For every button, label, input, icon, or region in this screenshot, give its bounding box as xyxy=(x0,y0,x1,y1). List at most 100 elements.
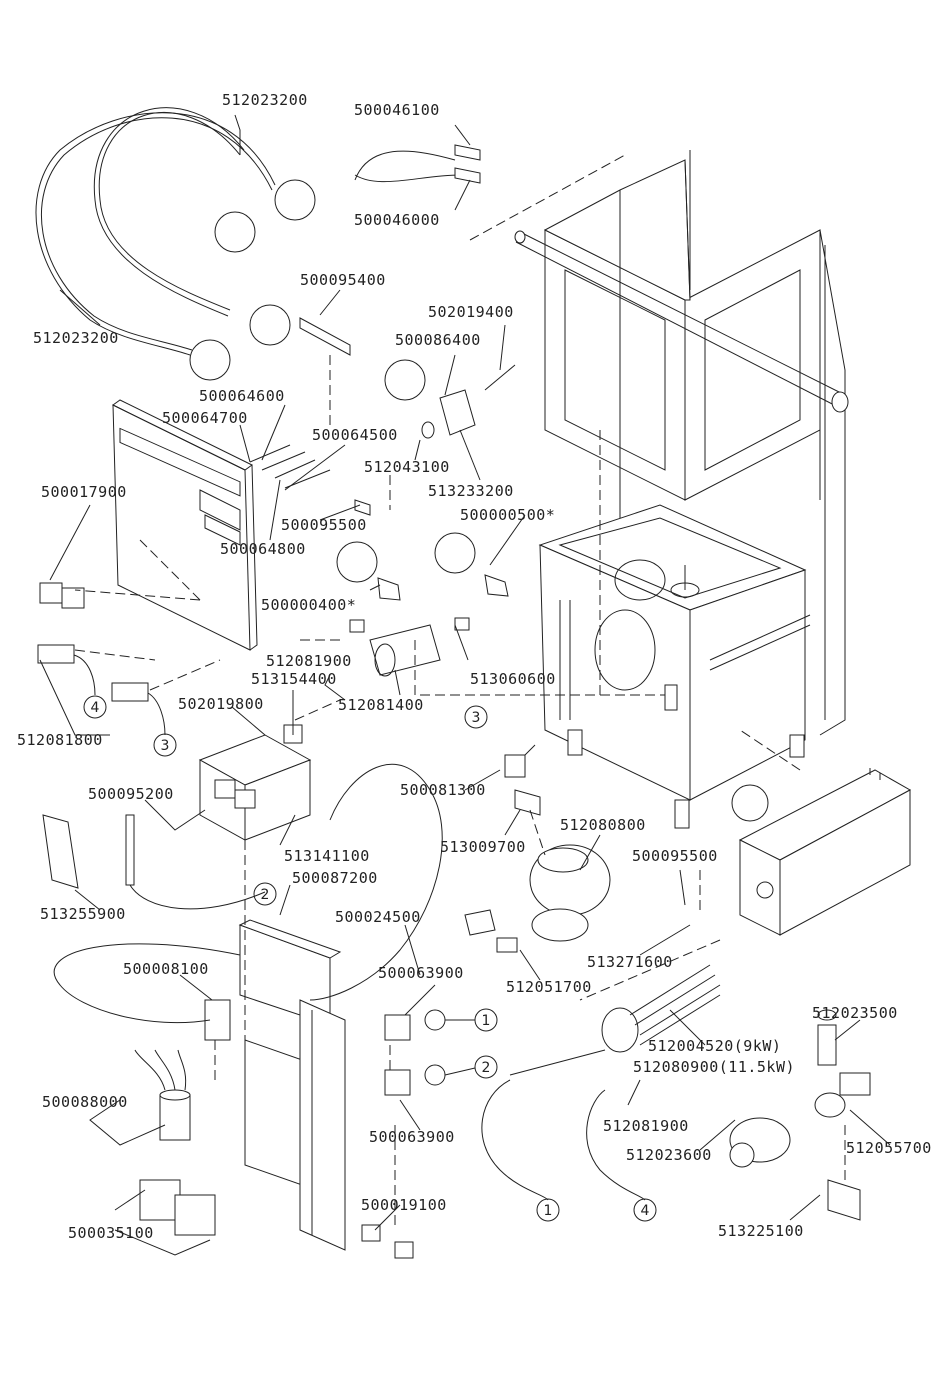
part-label: 512081800 xyxy=(17,731,103,749)
connector-pins xyxy=(249,444,331,489)
part-label: 500095500 xyxy=(281,516,367,534)
wash-tank xyxy=(538,504,811,829)
door-switch xyxy=(354,144,481,184)
part-label: 500046100 xyxy=(354,101,440,119)
part-label: 513225100 xyxy=(718,1222,804,1240)
connector-ref-text: 1 xyxy=(544,1203,553,1219)
pump-motor xyxy=(529,844,611,942)
part-label: 500064600 xyxy=(199,387,285,405)
part-label: 500064800 xyxy=(220,540,306,558)
sensor-ball-4 xyxy=(189,339,231,381)
booster-heater-box xyxy=(731,768,912,936)
connector-ref-3-mid: 3 xyxy=(464,705,488,729)
part-label: 500017900 xyxy=(41,483,127,501)
part-label: 513141100 xyxy=(284,847,370,865)
part-label: 500088000 xyxy=(42,1093,128,1111)
part-label: 500008100 xyxy=(123,960,209,978)
part-label: 512051700 xyxy=(506,978,592,996)
assembly-lines xyxy=(74,154,846,1230)
capacitor xyxy=(134,1049,191,1141)
support-bracket xyxy=(42,814,266,910)
part-label: 500064700 xyxy=(162,409,248,427)
drain-valve xyxy=(729,1117,791,1168)
probe-wire-4 xyxy=(586,1089,646,1201)
connector-ref-3-left: 3 xyxy=(153,733,177,757)
part-label: 500063900 xyxy=(378,964,464,982)
part-label: 500095500 xyxy=(632,847,718,865)
connector-ref-text: 2 xyxy=(482,1060,491,1076)
sensor-ball-3 xyxy=(249,304,291,346)
part-label: 512023600 xyxy=(626,1146,712,1164)
terminal-blocks xyxy=(39,582,85,609)
connector-ref-text: 1 xyxy=(482,1013,491,1029)
part-label: 512055700 xyxy=(846,1139,932,1157)
part-label: 513233200 xyxy=(428,482,514,500)
connector-ref-text: 3 xyxy=(472,710,481,726)
probe-wire-1 xyxy=(481,1079,549,1201)
relay-board xyxy=(198,724,312,841)
small-terminals xyxy=(361,1224,414,1259)
connector-ref-4-left: 4 xyxy=(83,695,107,719)
part-label: 500086400 xyxy=(395,331,481,349)
part-label: 512043100 xyxy=(364,458,450,476)
connector-ref-text: 2 xyxy=(261,887,270,903)
connector-ref-2-right: 2 xyxy=(474,1055,498,1079)
part-label: 500095400 xyxy=(300,271,386,289)
part-label: 512080900(11.5kW) xyxy=(633,1058,796,1076)
terminal-strip xyxy=(53,943,241,1041)
heater-switches xyxy=(336,359,516,677)
part-label: 512023200 xyxy=(33,329,119,347)
control-board xyxy=(299,317,351,356)
part-label: 500081300 xyxy=(400,781,486,799)
part-label: 502019400 xyxy=(428,303,514,321)
connector-ref-4-bottom: 4 xyxy=(633,1198,657,1222)
part-label: 500064500 xyxy=(312,426,398,444)
part-label: 513154400 xyxy=(251,670,337,688)
power-cable xyxy=(309,763,443,1001)
part-label: 513009700 xyxy=(440,838,526,856)
part-label: 512080800 xyxy=(560,816,646,834)
part-label: 502019800 xyxy=(178,695,264,713)
water-valve xyxy=(814,1072,871,1118)
electrical-panel xyxy=(238,919,346,1251)
part-label: 512081400 xyxy=(338,696,424,714)
inlet-filter xyxy=(817,1009,837,1066)
thermostats xyxy=(384,1009,476,1096)
part-label: 512081900 xyxy=(266,652,352,670)
part-label: 513271600 xyxy=(587,953,673,971)
part-label: 512023500 xyxy=(812,1004,898,1022)
solenoid-valve xyxy=(504,744,541,816)
connector-ref-1-bottom: 1 xyxy=(536,1198,560,1222)
valve-bracket xyxy=(827,1179,861,1221)
part-label: 500095200 xyxy=(88,785,174,803)
part-label: 512081900 xyxy=(603,1117,689,1135)
part-label: 513060600 xyxy=(470,670,556,688)
connector-ref-text: 3 xyxy=(161,738,170,754)
sensor-probe-cables xyxy=(35,107,276,356)
part-label: 500087200 xyxy=(292,869,378,887)
part-label: 500000400* xyxy=(261,596,357,614)
capacitor-pump xyxy=(464,909,518,953)
part-label: 500063900 xyxy=(369,1128,455,1146)
connector-ref-text: 4 xyxy=(91,700,100,716)
leader-lines xyxy=(39,114,891,1256)
connector-ref-1-right: 1 xyxy=(474,1008,498,1032)
heating-element xyxy=(509,964,721,1076)
cabinet-crossbar xyxy=(514,230,849,413)
part-label: 500024500 xyxy=(335,908,421,926)
part-label: 500046000 xyxy=(354,211,440,229)
contactors xyxy=(139,1179,216,1236)
level-sensors xyxy=(37,644,166,736)
part-label: 512004520(9kW) xyxy=(648,1037,782,1055)
part-label: 500000500* xyxy=(460,506,556,524)
control-panel-plate xyxy=(112,399,258,651)
part-label: 513255900 xyxy=(40,905,126,923)
sensor-ball-2 xyxy=(214,211,256,253)
part-label: 500019100 xyxy=(361,1196,447,1214)
part-label: 500035100 xyxy=(68,1224,154,1242)
sensor-ball-1 xyxy=(274,179,316,221)
connector-ref-2-mid: 2 xyxy=(253,882,277,906)
part-label: 512023200 xyxy=(222,91,308,109)
